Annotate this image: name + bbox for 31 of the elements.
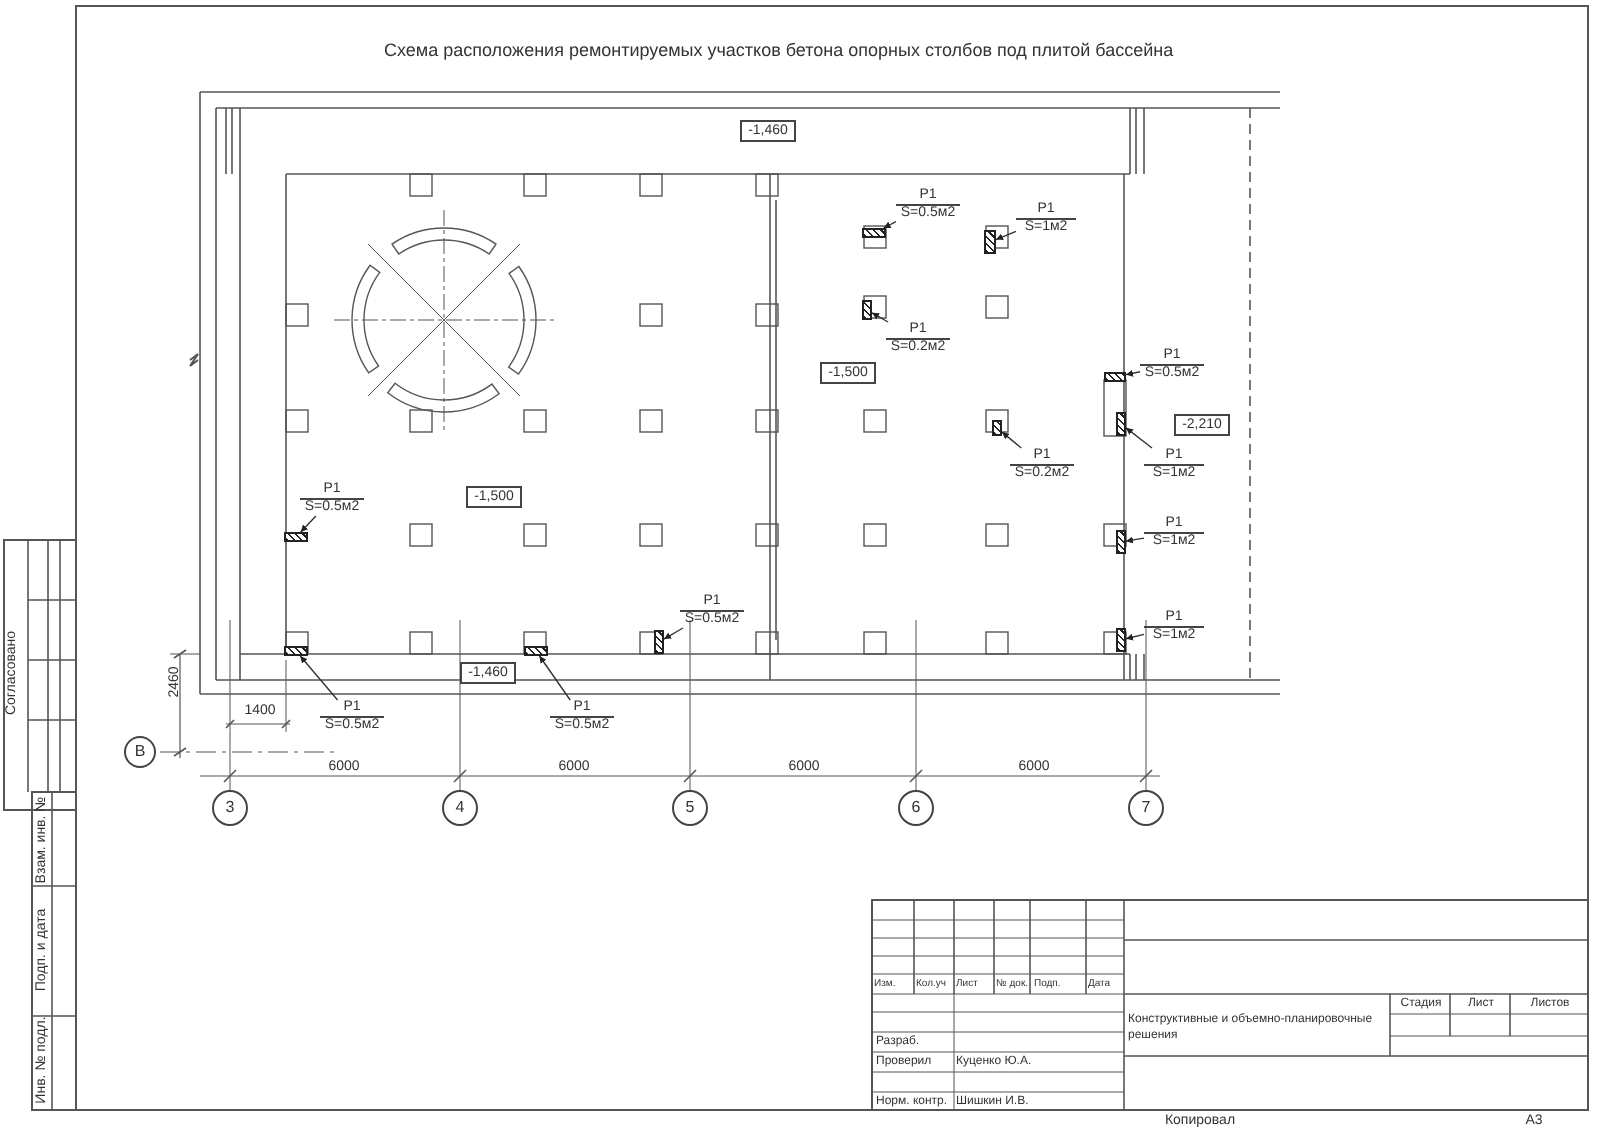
damaged-concrete-area [284,646,308,656]
damaged-concrete-area [1116,412,1126,436]
grid-axis-marker: 4 [442,790,478,826]
leader-line [1001,431,1023,449]
damaged-concrete-area [862,228,886,238]
leader-line [663,627,684,640]
leader-line [299,655,339,701]
damaged-concrete-area [1116,530,1126,554]
damaged-concrete-area [654,630,664,654]
leader-line [1125,427,1153,449]
damaged-concrete-area [984,230,996,254]
damaged-concrete-area [862,300,872,320]
leader-line [1125,369,1141,377]
damaged-concrete-area [524,646,548,656]
leader-line [871,312,889,323]
damaged-concrete-area [284,532,308,542]
drawing-title: Схема расположения ремонтируемых участков бетона опорных столбов под плитой бассейна [384,40,1174,62]
grid-axis-marker: В [124,736,156,768]
leader-line [882,220,897,229]
leader-line [995,230,1017,241]
damaged-concrete-area [1116,628,1126,652]
damaged-concrete-area [992,420,1002,436]
leader-line [538,655,571,701]
grid-axis-marker: 7 [1128,790,1164,826]
grid-axis-marker: 6 [898,790,934,826]
grid-axis-marker: 3 [212,790,248,826]
grid-axis-marker: 5 [672,790,708,826]
leader-line [300,515,317,533]
leader-line [1125,633,1145,641]
leader-line [1125,536,1145,544]
damaged-concrete-area [1104,372,1126,382]
